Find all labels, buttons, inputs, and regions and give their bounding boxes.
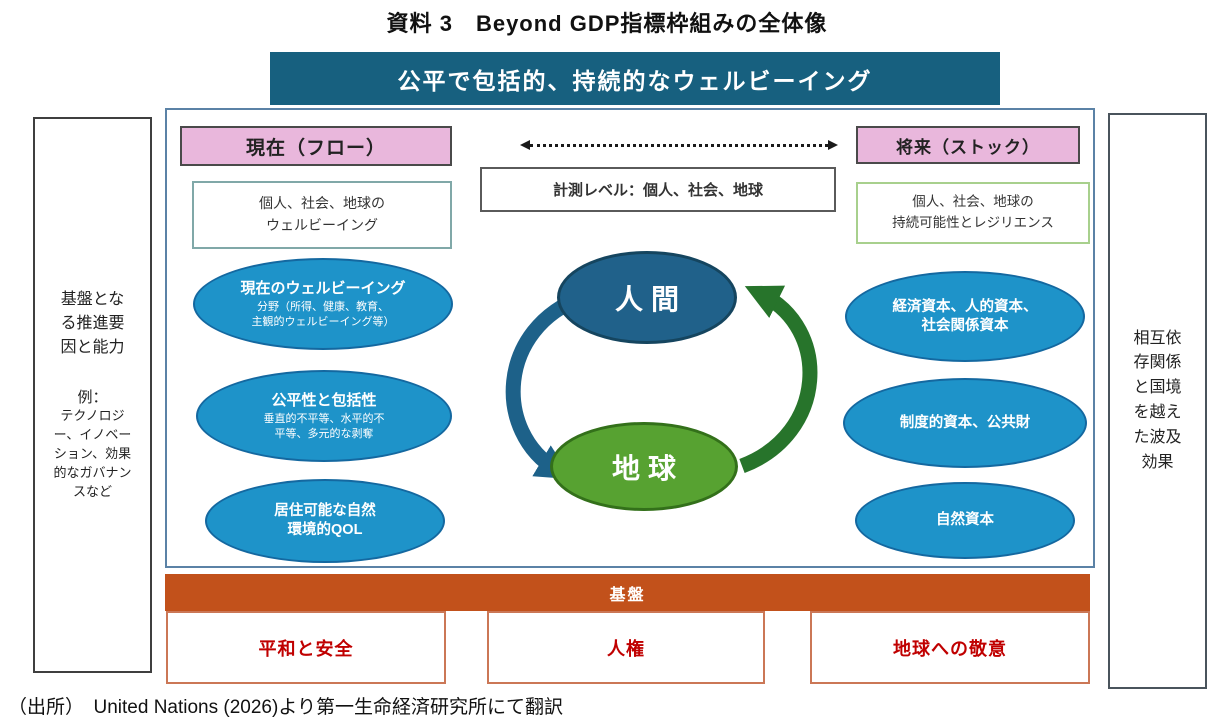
enablers-example-label: 例： [77,389,108,407]
natural-capital-ellipse: 自然資本 [855,482,1075,559]
foundation-human-rights-box: 人権 [487,611,765,684]
planet-to-human-arrow-icon [739,285,818,474]
planet-ellipse: 地球 [550,422,738,511]
stock-header: 将来（ストック） [856,126,1080,164]
ellipse-title: 経済資本、人的資本、 社会関係資本 [892,298,1038,334]
current-wellbeing-ellipse: 現在のウェルビーイング 分野（所得、健康、教育、 主観的ウェルビーイング等） [193,258,453,350]
enablers-panel: 基盤となる推進要因と能力 例： テクノロジー、イノベーション、効果的なガバナンス… [33,117,152,673]
foundation-peace-security-box: 平和と安全 [166,611,446,684]
ellipse-title: 公平性と包括性 [271,391,377,409]
ellipse-subtitle: 分野（所得、健康、教育、 主観的ウェルビーイング等） [251,301,395,328]
ellipse-title: 自然資本 [936,512,994,529]
figure-title: 資料 3 Beyond GDP指標枠組みの全体像 [386,11,828,36]
ellipse-title: 制度的資本、公共財 [899,414,1031,431]
dashed-line [530,143,828,147]
ellipse-subtitle: 垂直的不平等、水平的不 平等、多元的な剥奪 [263,413,385,440]
institutional-capital-ellipse: 制度的資本、公共財 [843,378,1087,468]
source-caption: （出所） United Nations (2026)より第一生命経済研究所にて翻… [8,697,563,718]
enablers-example-text: テクノロジー、イノベーション、効果的なガバナンスなど [53,408,132,499]
wellbeing-banner: 公平で包括的、持続的なウェルビーイング [270,52,1000,105]
flow-scope-box: 個人、社会、地球の ウェルビーイング [192,181,452,249]
human-ellipse: 人間 [557,251,737,344]
flow-header: 現在（フロー） [180,126,452,166]
foundation-respect-planet-box: 地球への敬意 [810,611,1090,684]
flow-stock-dashed-arrow-icon [520,139,838,151]
arrowhead-right-icon [828,140,838,150]
measurement-level-box: 計測レベル：個人、社会、地球 [480,167,836,212]
ellipse-title: 居住可能な自然 環境的QOL [274,503,376,538]
human-planet-cycle-arrows [505,285,818,480]
livable-environment-ellipse: 居住可能な自然 環境的QOL [205,479,445,563]
stock-scope-box: 個人、社会、地球の 持続可能性とレジリエンス [856,182,1090,244]
human-to-planet-arrow-icon [505,289,586,480]
spillover-panel: 相互依存関係と国境を越えた波及効果 [1108,113,1207,689]
equity-inclusion-ellipse: 公平性と包括性 垂直的不平等、水平的不 平等、多元的な剥奪 [196,370,452,462]
enablers-heading: 基盤となる推進要因と能力 [60,291,125,357]
spillover-text: 相互依存関係と国境を越えた波及効果 [1133,329,1182,471]
economic-human-social-capital-ellipse: 経済資本、人的資本、 社会関係資本 [845,271,1085,362]
foundation-bar: 基盤 [165,574,1090,611]
ellipse-title: 現在のウェルビーイング [240,279,406,297]
arrowhead-left-icon [520,140,530,150]
